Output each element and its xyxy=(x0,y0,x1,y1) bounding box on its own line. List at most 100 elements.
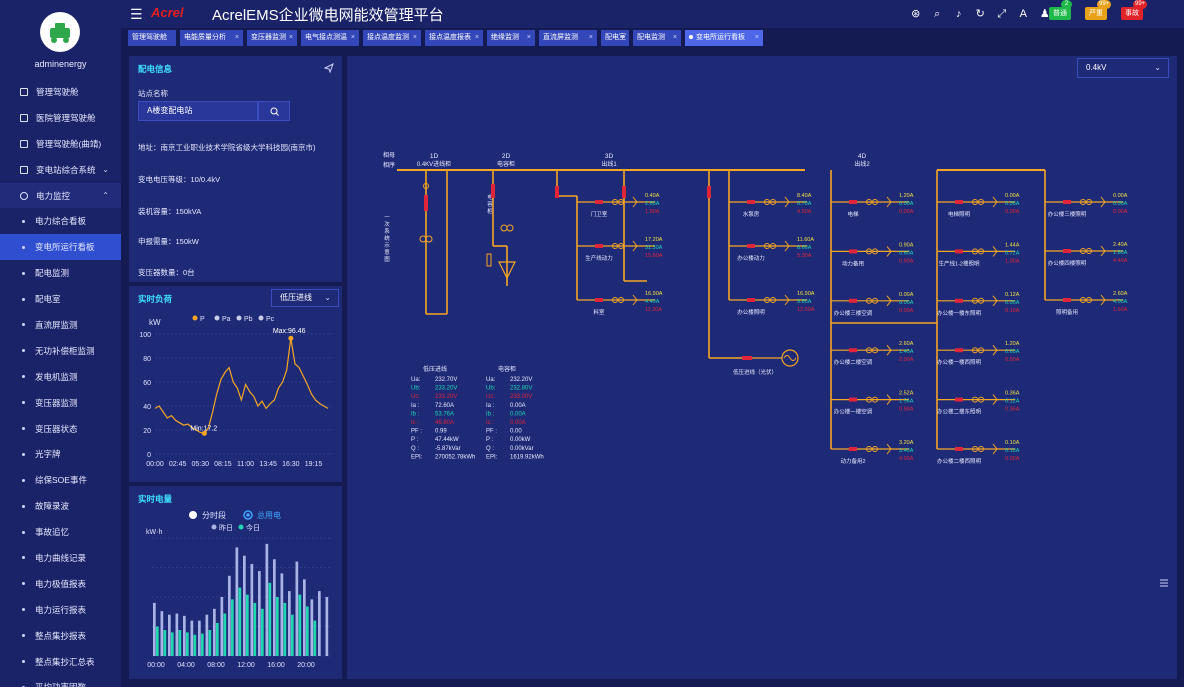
legend-label[interactable]: Pb xyxy=(244,316,253,323)
bar-yesterday[interactable] xyxy=(280,573,284,656)
sidebar-item-14[interactable]: 光字牌 xyxy=(0,441,121,467)
sidebar-item-0[interactable]: 管理驾驶舱 xyxy=(0,79,121,105)
bar-yesterday[interactable] xyxy=(243,555,246,656)
tab-10[interactable]: 变电所运行看板× xyxy=(685,30,763,46)
min-point[interactable] xyxy=(201,430,207,436)
sidebar-item-11[interactable]: 发电机监测 xyxy=(0,364,121,390)
bar-today[interactable] xyxy=(246,594,249,656)
tab-7[interactable]: 直流屏监测× xyxy=(539,30,597,46)
station-select-input[interactable]: A楼变配电站 xyxy=(138,101,258,121)
bar-yesterday[interactable] xyxy=(168,614,171,656)
sidebar-item-22[interactable]: 整点集抄汇总表 xyxy=(0,649,121,675)
volume-icon[interactable]: ♪ xyxy=(956,8,962,20)
hamburger-menu-icon[interactable]: ☰ xyxy=(130,6,143,22)
sidebar-item-18[interactable]: 电力曲线记录 xyxy=(0,545,121,571)
tab-3[interactable]: 电气接点测温× xyxy=(301,30,359,46)
bar-today[interactable] xyxy=(156,626,159,657)
bar-yesterday[interactable] xyxy=(235,547,239,656)
alarm-badge-0[interactable]: 普通 xyxy=(1049,7,1071,20)
sidebar-item-17[interactable]: 事故追忆 xyxy=(0,519,121,545)
bar-today[interactable] xyxy=(268,582,272,656)
sidebar-item-10[interactable]: 无功补偿柜监测 xyxy=(0,338,121,364)
sidebar-item-2[interactable]: 管理驾驶舱(曲靖) xyxy=(0,131,121,157)
bar-yesterday[interactable] xyxy=(288,591,291,656)
bar-yesterday[interactable] xyxy=(258,571,261,656)
tab-2[interactable]: 变压器监测× xyxy=(247,30,297,46)
bar-yesterday[interactable] xyxy=(213,608,216,656)
sidebar-item-7[interactable]: 配电监测 xyxy=(0,260,121,286)
fullscreen-icon[interactable]: ⤢ xyxy=(997,8,1007,20)
sidebar-item-12[interactable]: 变压器监测 xyxy=(0,390,121,416)
sidebar-item-4[interactable]: 电力监控⌃ xyxy=(0,182,121,209)
bar-today[interactable] xyxy=(163,630,167,656)
station-search-button[interactable] xyxy=(258,101,290,121)
bar-yesterday[interactable] xyxy=(175,613,179,656)
sidebar-item-1[interactable]: 医院管理驾驶舱 xyxy=(0,105,121,131)
settings-sliders-icon[interactable] xyxy=(1159,578,1169,588)
legend-label[interactable]: P xyxy=(200,316,205,323)
bar-today[interactable] xyxy=(178,630,182,656)
bar-yesterday[interactable] xyxy=(190,620,194,656)
bar-today[interactable] xyxy=(208,630,212,656)
radio-total[interactable] xyxy=(243,510,253,520)
sidebar-item-21[interactable]: 整点集抄报表 xyxy=(0,623,121,649)
sidebar-item-8[interactable]: 配电室 xyxy=(0,286,121,312)
bar-yesterday[interactable] xyxy=(220,597,224,656)
legend-label[interactable]: Pc xyxy=(266,316,275,323)
bar-today[interactable] xyxy=(171,632,174,656)
close-icon[interactable]: × xyxy=(350,34,355,41)
bar-yesterday[interactable] xyxy=(310,599,314,656)
bar-today[interactable] xyxy=(261,608,264,656)
sidebar-item-13[interactable]: 变压器状态 xyxy=(0,416,121,442)
bar-yesterday[interactable] xyxy=(318,591,321,656)
help-circle-icon[interactable]: ⊛ xyxy=(911,8,921,20)
bar-today[interactable] xyxy=(298,594,302,656)
bar-yesterday[interactable] xyxy=(160,611,164,656)
bar-yesterday[interactable] xyxy=(183,615,186,656)
bar-today[interactable] xyxy=(276,597,279,656)
bar-yesterday[interactable] xyxy=(273,559,276,656)
legend-label[interactable]: 昨日 xyxy=(219,523,233,532)
tab-4[interactable]: 接点温度监测× xyxy=(363,30,421,46)
close-icon[interactable]: × xyxy=(672,34,677,41)
bar-today[interactable] xyxy=(238,587,242,656)
radio-time-period[interactable] xyxy=(189,511,197,519)
legend-label[interactable]: 今日 xyxy=(246,523,260,532)
close-icon[interactable]: × xyxy=(474,34,479,41)
bar-today[interactable] xyxy=(193,634,197,656)
sidebar-item-9[interactable]: 直流屏监测 xyxy=(0,312,121,338)
alarm-badge-2[interactable]: 事故 xyxy=(1121,7,1143,20)
bar-today[interactable] xyxy=(223,613,227,656)
sidebar-item-19[interactable]: 电力极值报表 xyxy=(0,571,121,597)
avatar[interactable] xyxy=(40,12,80,52)
send-icon[interactable] xyxy=(324,63,334,73)
tab-0[interactable]: 管理驾驶舱 xyxy=(128,30,176,46)
bar-yesterday[interactable] xyxy=(228,575,231,656)
close-icon[interactable]: × xyxy=(412,34,417,41)
close-icon[interactable]: × xyxy=(620,34,625,41)
bar-today[interactable] xyxy=(306,606,309,656)
sidebar-item-20[interactable]: 电力运行报表 xyxy=(0,597,121,623)
close-icon[interactable]: × xyxy=(588,34,593,41)
search-icon[interactable]: ⌕ xyxy=(934,8,941,20)
bar-yesterday[interactable] xyxy=(198,620,201,656)
tab-8[interactable]: 配电室× xyxy=(601,30,629,46)
bar-yesterday[interactable] xyxy=(295,561,299,656)
bar-today[interactable] xyxy=(283,602,287,656)
tab-9[interactable]: 配电监测× xyxy=(633,30,681,46)
tab-5[interactable]: 接点温度报表× xyxy=(425,30,483,46)
bar-today[interactable] xyxy=(201,633,204,656)
bar-yesterday[interactable] xyxy=(250,563,254,656)
alarm-badge-1[interactable]: 严重 xyxy=(1085,7,1107,20)
bar-yesterday[interactable] xyxy=(325,597,329,656)
tab-6[interactable]: 绝缘监测× xyxy=(487,30,535,46)
theme-shirt-icon[interactable]: ♟ xyxy=(1039,8,1050,20)
voltage-level-select[interactable]: 0.4kV ⌄ xyxy=(1077,58,1169,78)
sidebar-item-3[interactable]: 变电站综合系统⌄ xyxy=(0,157,121,183)
sidebar-item-5[interactable]: 电力综合看板 xyxy=(0,208,121,234)
sidebar-item-15[interactable]: 综保SOE事件 xyxy=(0,467,121,493)
font-size-icon[interactable]: A xyxy=(1019,8,1027,20)
bar-yesterday[interactable] xyxy=(205,614,209,656)
bar-today[interactable] xyxy=(253,602,257,656)
close-icon[interactable]: × xyxy=(526,34,531,41)
